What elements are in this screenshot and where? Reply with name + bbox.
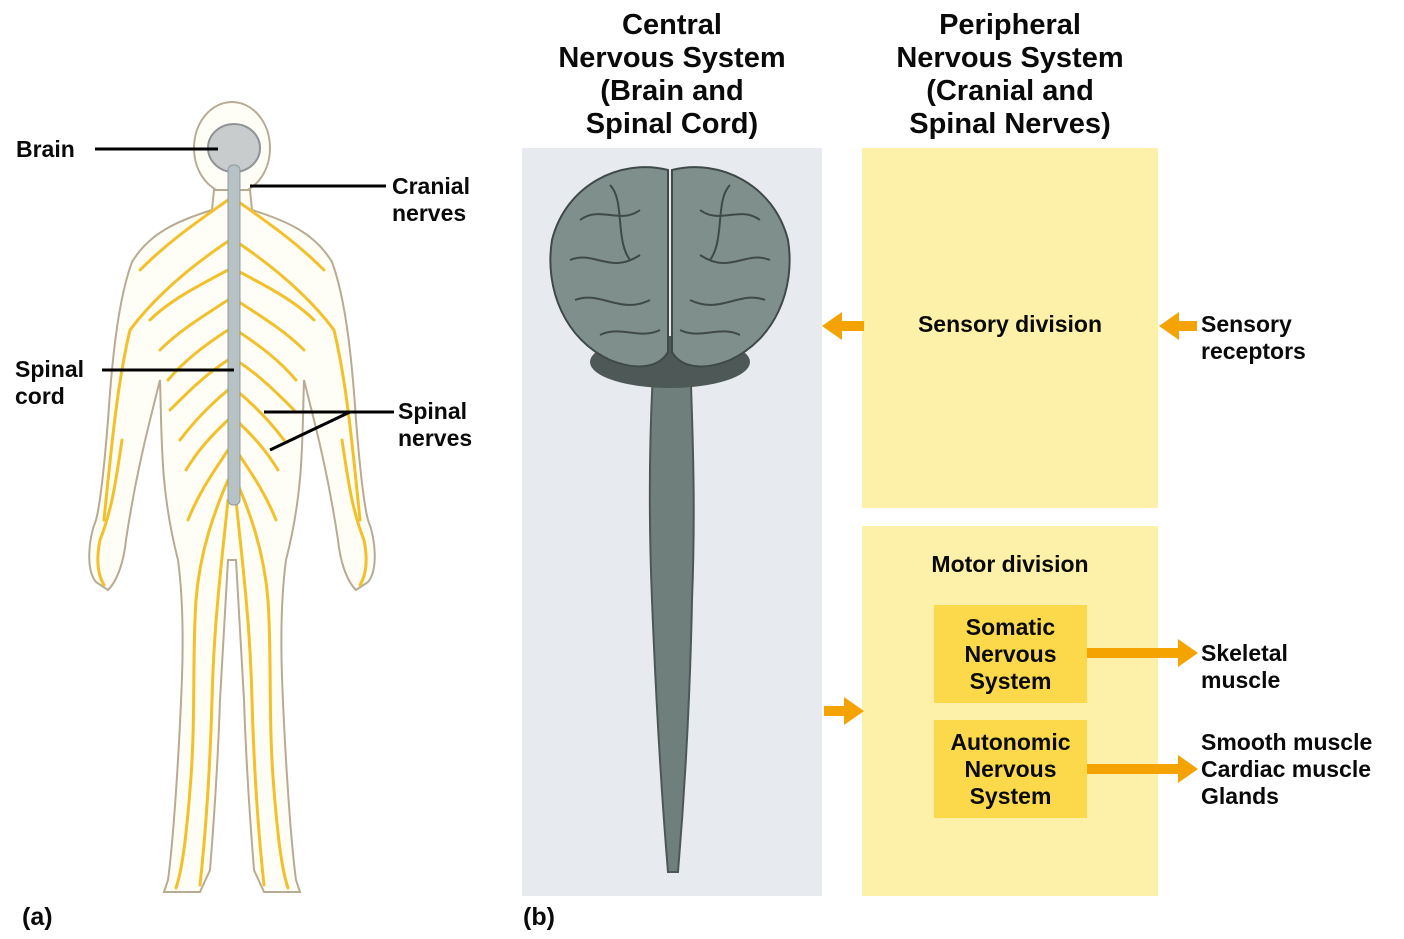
panel-b-letter: (b) [523, 903, 555, 932]
arrow-to-smooth [1087, 764, 1181, 774]
arrow-to-skeletal [1087, 648, 1181, 658]
